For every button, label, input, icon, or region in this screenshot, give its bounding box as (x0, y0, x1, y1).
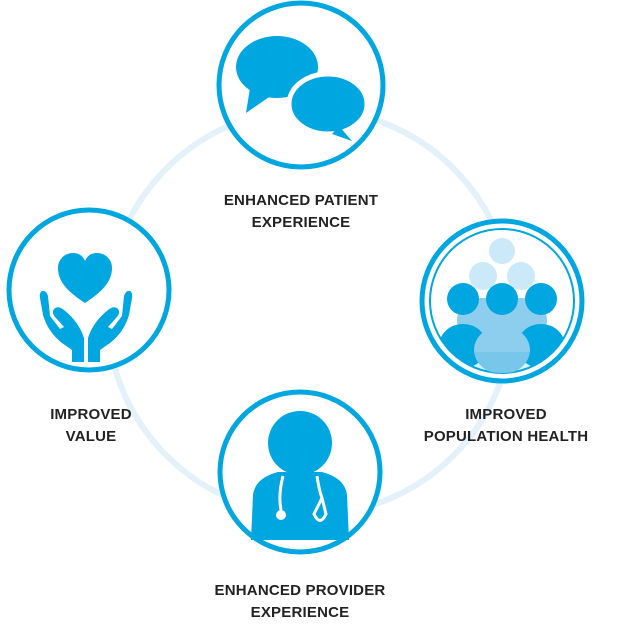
population-group-icon (430, 238, 574, 373)
node-improved-value (6, 207, 172, 373)
node-improved-population-health (419, 218, 585, 384)
node-enhanced-patient-experience (216, 0, 386, 170)
label-enhanced-provider-experience: ENHANCED PROVIDER EXPERIENCE (214, 582, 386, 621)
label-enhanced-patient-experience: ENHANCED PATIENT EXPERIENCE (223, 192, 379, 231)
node-enhanced-provider-experience (217, 389, 383, 555)
heart-in-hands-icon (39, 253, 133, 362)
label-improved-population-health: IMPROVED POPULATION HEALTH (423, 406, 589, 445)
speech-bubbles-icon (236, 36, 370, 141)
doctor-stethoscope-icon (251, 411, 349, 540)
label-improved-value: IMPROVED VALUE (50, 406, 132, 445)
